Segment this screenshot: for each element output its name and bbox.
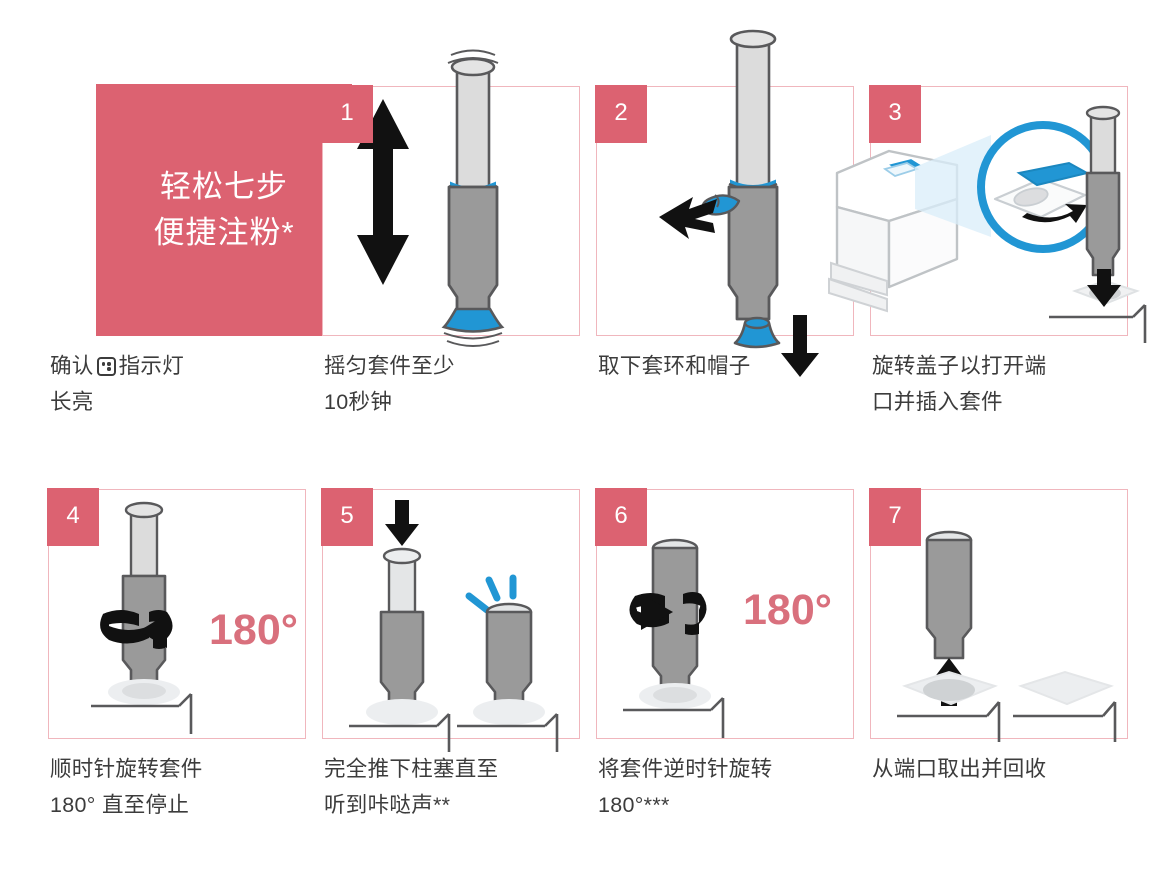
step-6-panel: 6 — [595, 488, 854, 739]
step-3-panel: 3 — [828, 85, 1147, 343]
step-3-illustration — [828, 87, 1147, 343]
rotate-kit-counterclockwise-art: 180° — [623, 538, 832, 738]
blue-cap-icon — [733, 316, 781, 349]
rotate-kit-clockwise-art: 180° — [91, 501, 298, 734]
down-arrow-icon — [781, 315, 819, 377]
step-4-panel: 4 — [47, 488, 306, 739]
press-plunger-until-click-art — [349, 500, 559, 752]
remove-kit-from-port-art — [897, 530, 1117, 742]
step-1-caption-line-2: 10秒钟 — [324, 390, 393, 414]
step-7-caption-line-1: 从端口取出并回收 — [872, 757, 1047, 781]
step-2-illustration — [597, 29, 853, 377]
step-1-panel: 1 — [321, 49, 580, 347]
intro-text-after-icon: 指示灯 — [118, 354, 185, 378]
step-3-caption-line-2: 口并插入套件 — [872, 390, 1003, 414]
kit-after-press — [457, 574, 559, 752]
down-arrow-icon — [1087, 269, 1121, 307]
step-5-caption-line-2: 听到咔哒声** — [324, 793, 451, 817]
intro-text-before-icon: 确认 — [50, 354, 94, 378]
step-2-caption-line-1: 取下套环和帽子 — [598, 354, 751, 378]
step-7-illustration — [871, 490, 1127, 742]
step-1-caption: 摇匀套件至少 10秒钟 — [324, 348, 596, 420]
step-4-caption-line-2: 180° 直至停止 — [50, 793, 190, 817]
step-4-angle-label: 180° — [209, 606, 298, 654]
printer-port-open-and-insert-art — [828, 105, 1147, 343]
steps-row-bottom: 4 — [0, 435, 1174, 871]
step-3-badge: 3 — [869, 85, 921, 143]
step-5-illustration — [323, 490, 579, 752]
rotate-counterclockwise-icon — [629, 592, 707, 635]
rotate-clockwise-icon — [100, 610, 173, 649]
step-2-badge: 2 — [595, 85, 647, 143]
step-4-illustration: 180° — [49, 490, 305, 738]
step-5-panel: 5 — [321, 488, 580, 752]
step-6-caption-line-2: 180°*** — [598, 793, 670, 817]
step-5-badge: 5 — [321, 488, 373, 546]
step-3-caption-line-1: 旋转盖子以打开端 — [872, 354, 1047, 378]
step-1-badge: 1 — [321, 85, 373, 143]
step-2-caption: 取下套环和帽子 — [598, 348, 870, 384]
step-5-caption-line-1: 完全推下柱塞直至 — [324, 757, 499, 781]
step-4-badge: 4 — [47, 488, 99, 546]
step-6-caption: 将套件逆时针旋转 180°*** — [598, 751, 870, 823]
title-line-2: 便捷注粉* — [153, 215, 295, 250]
step-1-caption-line-1: 摇匀套件至少 — [324, 354, 455, 378]
title-line-1: 轻松七步 — [160, 169, 288, 204]
steps-row-top: 轻松七步 便捷注粉* 确认指示灯 长亮 1 — [50, 29, 1147, 420]
step-7-caption: 从端口取出并回收 — [872, 751, 1144, 787]
click-sparkle-icon — [465, 574, 517, 614]
step-6-badge: 6 — [595, 488, 647, 546]
down-arrow-icon — [385, 500, 419, 546]
remove-ring-and-cap-art — [659, 29, 819, 377]
double-vertical-arrow-icon — [357, 99, 409, 285]
shake-kit-art — [357, 49, 505, 347]
intro-caption: 确认指示灯 长亮 — [50, 348, 322, 420]
left-arrow-icon — [659, 197, 717, 239]
step-1-illustration — [323, 49, 579, 347]
title-block: 轻松七步 便捷注粉* — [96, 84, 352, 336]
step-6-angle-label: 180° — [743, 586, 832, 634]
intro-caption-line-1: 确认指示灯 — [50, 348, 322, 384]
indicator-light-icon — [96, 357, 116, 376]
step-4-caption: 顺时针旋转套件 180° 直至停止 — [50, 751, 322, 823]
step-2-panel: 2 — [595, 29, 854, 377]
step-6-caption-line-1: 将套件逆时针旋转 — [598, 757, 773, 781]
step-5-caption: 完全推下柱塞直至 听到咔哒声** — [324, 751, 596, 823]
step-4-caption-line-1: 顺时针旋转套件 — [50, 757, 203, 781]
step-3-caption: 旋转盖子以打开端 口并插入套件 — [872, 348, 1144, 420]
step-6-illustration: 180° — [597, 490, 853, 738]
step-7-panel: 7 — [869, 488, 1128, 742]
kit-before-press — [349, 500, 451, 752]
step-7-badge: 7 — [869, 488, 921, 546]
intro-caption-line-2: 长亮 — [50, 390, 94, 414]
